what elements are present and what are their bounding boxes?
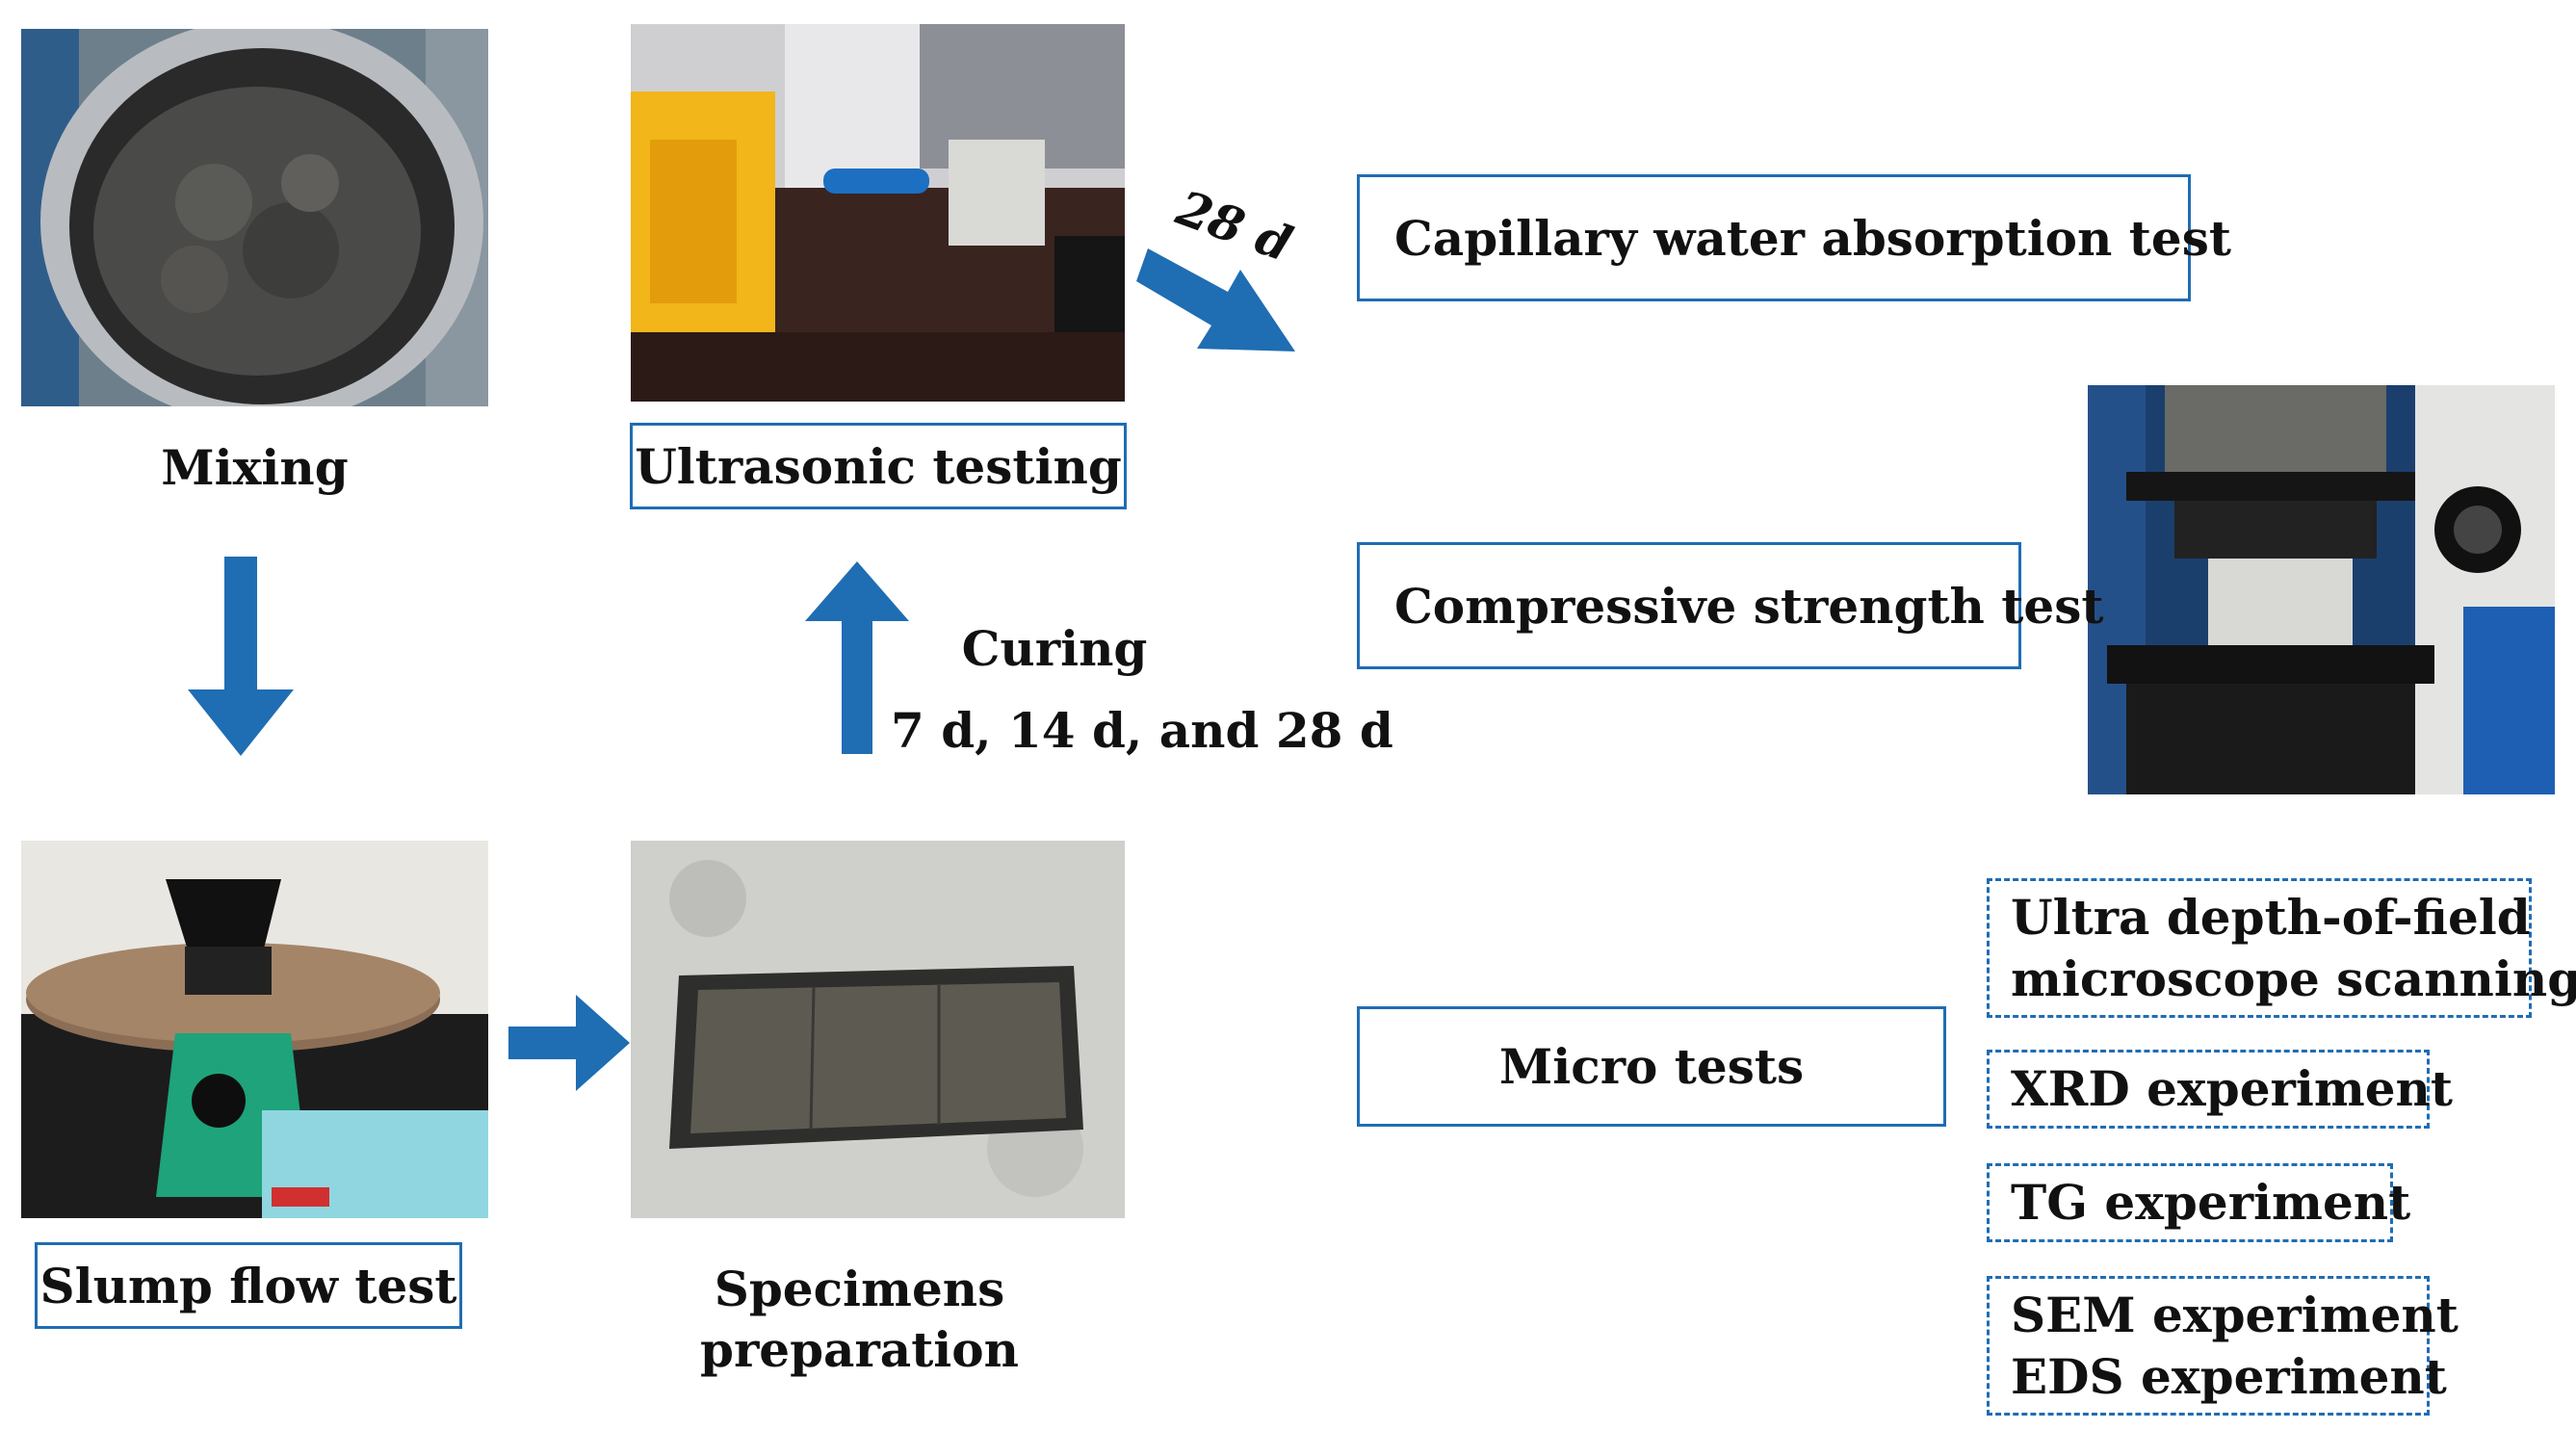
sem-eds-box: SEM experiment EDS experiment bbox=[1987, 1276, 2459, 1416]
compression-machine-photo bbox=[2088, 385, 2555, 794]
xrd-label: XRD experiment bbox=[2011, 1060, 2454, 1117]
ultrasonic-testing-label: Ultrasonic testing bbox=[635, 437, 1122, 495]
ultra-depth-line1: Ultra depth-of-field bbox=[2011, 889, 2531, 946]
arrow-up-icon bbox=[805, 561, 909, 754]
slump-flow-label: Slump flow test bbox=[39, 1257, 457, 1314]
capillary-test-box: Capillary water absorption test bbox=[1357, 174, 2231, 301]
micro-tests-label: Micro tests bbox=[1498, 1038, 1805, 1095]
arrow-down-icon bbox=[188, 557, 294, 756]
slump-flow-box: Slump flow test bbox=[35, 1242, 462, 1329]
specimens-label: Specimens preparation bbox=[631, 1260, 1088, 1380]
eds-label: EDS experiment bbox=[2011, 1347, 2447, 1405]
mixing-photo bbox=[21, 29, 488, 406]
specimen-photo bbox=[631, 841, 1125, 1218]
slump-photo bbox=[21, 841, 488, 1218]
capillary-test-label: Capillary water absorption test bbox=[1394, 209, 2231, 267]
micro-tests-box: Micro tests bbox=[1357, 1006, 1946, 1127]
ultra-depth-box: Ultra depth-of-field microscope scanning bbox=[1987, 878, 2576, 1018]
tg-label: TG experiment bbox=[2011, 1174, 2411, 1231]
mixing-label: Mixing bbox=[161, 439, 349, 496]
ultrasonic-testing-box: Ultrasonic testing bbox=[630, 423, 1127, 509]
specimens-line1: Specimens bbox=[714, 1261, 1005, 1317]
specimens-line2: preparation bbox=[699, 1320, 1019, 1378]
compressive-test-box: Compressive strength test bbox=[1357, 542, 2103, 669]
arrow-right-icon bbox=[508, 995, 630, 1091]
curing-ages-label: 7 d, 14 d, and 28 d bbox=[891, 702, 1393, 759]
ultra-depth-line2: microscope scanning bbox=[2011, 949, 2576, 1007]
compressive-test-label: Compressive strength test bbox=[1394, 577, 2104, 635]
arrow-diagonal-icon bbox=[1136, 231, 1300, 356]
ultrasonic-photo bbox=[631, 24, 1125, 402]
tg-box: TG experiment bbox=[1987, 1163, 2411, 1242]
xrd-box: XRD experiment bbox=[1987, 1050, 2454, 1129]
sem-label: SEM experiment bbox=[2011, 1287, 2459, 1343]
curing-label: Curing bbox=[961, 620, 1148, 677]
